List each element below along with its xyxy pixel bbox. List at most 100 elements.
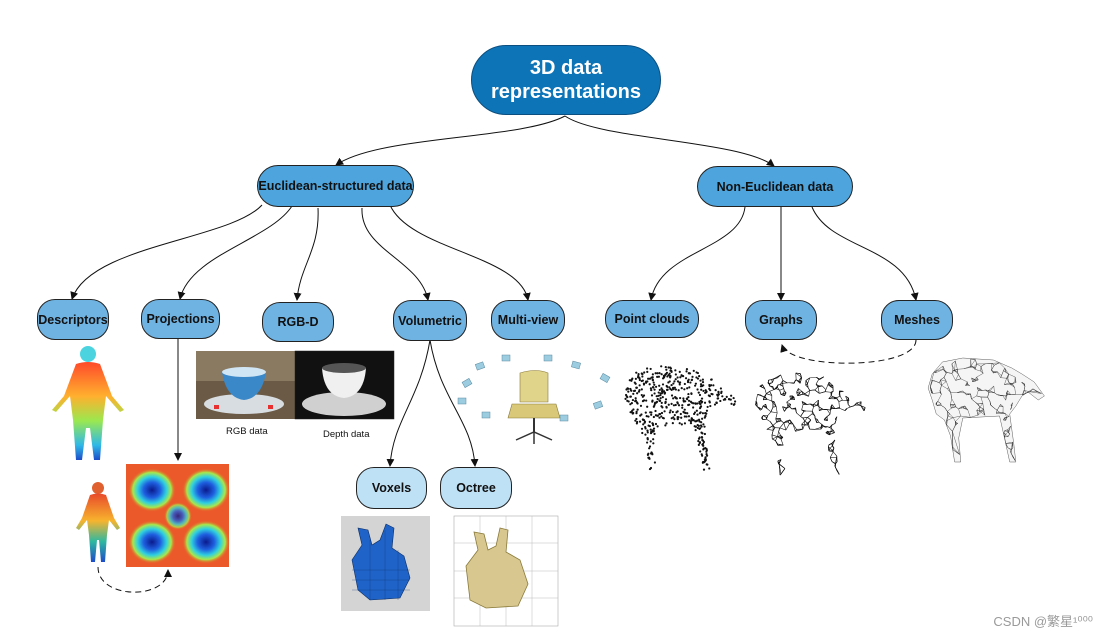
pointcloud-dot [648, 383, 651, 386]
pointcloud-dot [670, 402, 673, 405]
pointcloud-dot [701, 400, 704, 403]
graph-edge [813, 404, 818, 406]
mesh-edge [946, 417, 954, 421]
pointcloud-dot [675, 411, 678, 414]
pointcloud-dot [699, 405, 702, 409]
pointcloud-dot [732, 396, 735, 400]
pointcloud-dot [650, 376, 653, 379]
mesh-edge [975, 377, 977, 382]
descriptors-node: Descriptors [37, 299, 109, 340]
pointcloud-dot [660, 365, 663, 368]
pointcloud-dot [730, 402, 733, 405]
pointcloud-dot [691, 375, 694, 378]
mesh-edge [1008, 425, 1011, 433]
pointcloud-dot [648, 447, 651, 450]
graph-edge [798, 388, 800, 394]
mesh-edge [976, 410, 979, 416]
pointcloud-dot [699, 383, 703, 386]
mesh-edge [941, 385, 948, 389]
pointcloud-dot [683, 422, 687, 425]
graph-edge [789, 404, 791, 407]
pointcloud-dot [665, 371, 669, 374]
graph-edge [828, 431, 830, 435]
pointcloud-dot [676, 416, 679, 419]
pointcloud-dot [733, 400, 737, 403]
mesh-edge [993, 371, 998, 374]
graph-edge [758, 407, 763, 410]
graph-edge [823, 425, 826, 428]
pointcloud-dot [656, 375, 659, 378]
graph-edge [831, 404, 836, 409]
graph-edge [769, 391, 773, 396]
edge-root-euclidean [335, 115, 566, 166]
pointcloud-dot [651, 422, 654, 425]
graph-edge [780, 437, 784, 440]
graph-edge [757, 394, 761, 396]
edge-projection-dashed [97, 566, 172, 593]
mesh-edge [977, 411, 980, 416]
graph-edge [831, 461, 836, 465]
pointcloud-dot [652, 427, 656, 430]
mesh-edge [960, 405, 965, 408]
mesh-edge [936, 403, 942, 406]
pointcloud-dot [702, 442, 705, 445]
pointcloud-dot [661, 383, 665, 386]
mesh-edge [1003, 432, 1006, 435]
graph-edge [790, 397, 793, 400]
pointcloud-dot [640, 413, 643, 416]
graph-edge [827, 426, 830, 428]
root-node: 3D data representations [471, 45, 661, 115]
pointcloud-dot [650, 411, 653, 414]
rgb-caption: RGB data [226, 426, 268, 437]
mesh-edge [1021, 381, 1025, 385]
pointcloud-dot [651, 453, 654, 456]
mesh-edge [974, 379, 976, 382]
pointcloud-dot [650, 394, 654, 397]
mesh-edge [958, 374, 962, 379]
mesh-edge [976, 406, 981, 411]
graph-edge [809, 403, 814, 407]
graph-edge [771, 378, 775, 380]
pointcloud-dot [674, 373, 677, 376]
mesh-edge [979, 409, 984, 412]
pointcloud-dot [703, 425, 706, 428]
graph-edge [836, 457, 838, 462]
graphs-node: Graphs [745, 300, 817, 340]
pointcloud-dot [647, 452, 650, 455]
mesh-edge [940, 392, 942, 395]
pointcloud-dot [660, 387, 663, 390]
graph-edge [835, 461, 838, 465]
graph-edge [792, 423, 797, 430]
graph-edge [779, 384, 784, 387]
mesh-edge [991, 365, 995, 371]
edge-meshes-graphs-dashed [780, 339, 917, 364]
graph-edge [766, 391, 770, 394]
pointcloud-dot [677, 389, 680, 392]
mesh-edge [975, 363, 977, 369]
mesh-edge [1012, 456, 1016, 461]
pointcloud-dot [653, 432, 656, 436]
graph-edge [771, 434, 778, 437]
graph-edge [835, 416, 838, 420]
mesh-edge [999, 411, 1004, 413]
graph-edge [768, 383, 771, 387]
graph-edge [757, 406, 761, 411]
graph-edge [813, 399, 819, 405]
pointcloud-dot [702, 468, 706, 471]
mesh-edge [971, 377, 973, 382]
graph-edge [807, 387, 811, 391]
pointcloud-dot [673, 386, 676, 389]
mesh-edge [1005, 413, 1010, 417]
mesh-edge [954, 360, 956, 371]
graph-edge [805, 380, 808, 384]
pointcloud-dot [678, 370, 681, 373]
pointcloud-dot [661, 377, 665, 380]
pointcloud-dot [688, 386, 691, 389]
mesh-edge [947, 413, 950, 417]
graph-edge [789, 395, 791, 400]
pointcloud-dot [665, 422, 668, 425]
pointcloud-dot [690, 392, 693, 395]
pointcloud-dot [629, 395, 632, 398]
pointcloud-dot [697, 443, 700, 447]
graph-edge [824, 418, 828, 421]
